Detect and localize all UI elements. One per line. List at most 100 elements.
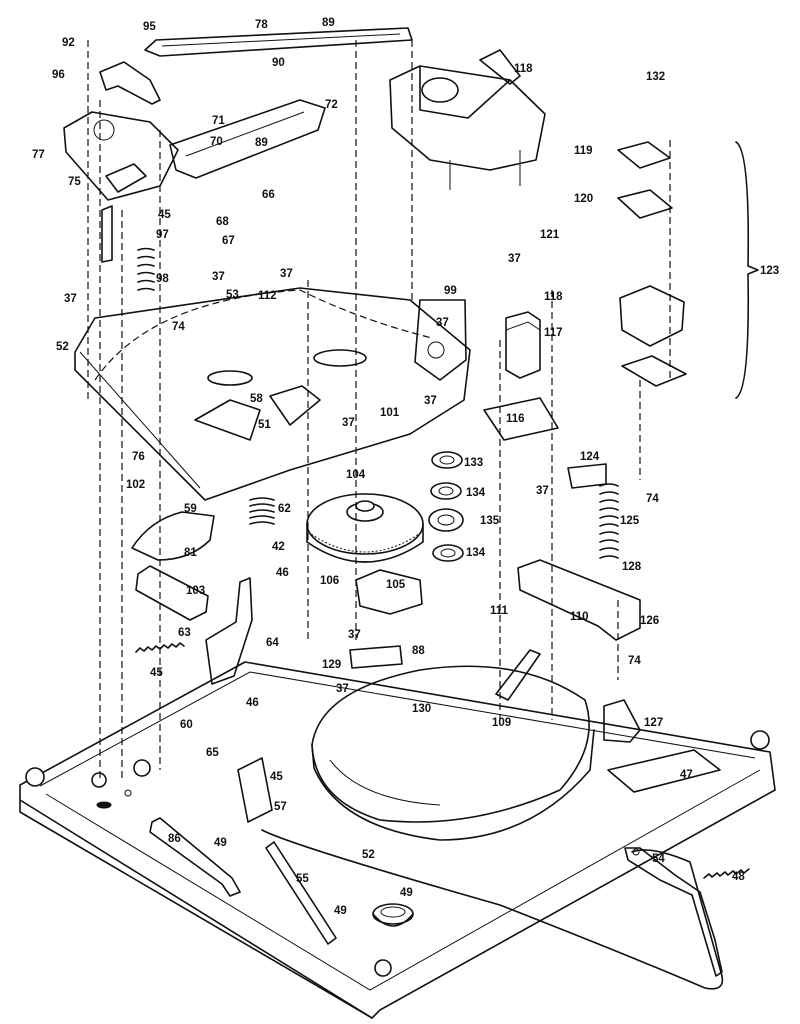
label-64: 64 bbox=[266, 637, 279, 649]
label-62: 62 bbox=[278, 503, 291, 515]
rod-52 bbox=[261, 829, 724, 990]
label-96: 96 bbox=[52, 69, 65, 81]
label-118b: 118 bbox=[544, 291, 563, 303]
label-81: 81 bbox=[184, 547, 197, 559]
spring-62 bbox=[249, 497, 275, 525]
label-59: 59 bbox=[184, 503, 197, 515]
label-89b: 89 bbox=[255, 137, 268, 149]
bracket-105 bbox=[355, 569, 423, 615]
label-60: 60 bbox=[180, 719, 193, 731]
label-90: 90 bbox=[272, 57, 285, 69]
base-plate bbox=[19, 661, 776, 1019]
label-68: 68 bbox=[216, 216, 229, 228]
label-105: 105 bbox=[386, 579, 406, 591]
plate-81 bbox=[131, 511, 215, 561]
label-112: 112 bbox=[258, 290, 277, 302]
label-126: 126 bbox=[640, 615, 659, 627]
label-48: 48 bbox=[732, 871, 745, 883]
foot-cup bbox=[372, 903, 414, 927]
spring-48 bbox=[703, 868, 750, 879]
label-103: 103 bbox=[186, 585, 205, 597]
label-45c: 45 bbox=[270, 771, 283, 783]
label-121: 121 bbox=[540, 229, 560, 241]
label-88: 88 bbox=[412, 645, 425, 657]
label-117: 117 bbox=[544, 327, 563, 339]
label-72: 72 bbox=[325, 99, 338, 111]
label-49a: 49 bbox=[214, 837, 227, 849]
label-71: 71 bbox=[212, 115, 225, 127]
switch-117 bbox=[505, 311, 541, 379]
main-plate-101 bbox=[74, 287, 471, 501]
label-109: 109 bbox=[492, 717, 511, 729]
label-65: 65 bbox=[206, 747, 219, 759]
label-78: 78 bbox=[255, 19, 268, 31]
label-49b: 49 bbox=[400, 887, 413, 899]
label-120: 120 bbox=[574, 193, 593, 205]
label-118: 118 bbox=[514, 63, 533, 75]
bracket-126 bbox=[517, 559, 641, 641]
label-66: 66 bbox=[262, 189, 275, 201]
label-67: 67 bbox=[222, 235, 235, 247]
lever-64 bbox=[205, 577, 253, 685]
rings-133-134-135 bbox=[428, 451, 464, 562]
cam-96 bbox=[99, 61, 161, 105]
label-102: 102 bbox=[126, 479, 145, 491]
label-37j: 37 bbox=[336, 683, 349, 695]
label-125: 125 bbox=[620, 515, 640, 527]
label-134b: 134 bbox=[466, 547, 486, 559]
label-127: 127 bbox=[644, 717, 663, 729]
link-109 bbox=[495, 649, 541, 701]
label-37a: 37 bbox=[508, 253, 521, 265]
label-104: 104 bbox=[346, 469, 366, 481]
label-58: 58 bbox=[250, 393, 263, 405]
platter-well bbox=[311, 665, 595, 841]
label-42: 42 bbox=[272, 541, 285, 553]
motor-118 bbox=[389, 49, 546, 190]
label-116: 116 bbox=[506, 413, 525, 425]
label-37e: 37 bbox=[436, 317, 449, 329]
bracket-123-stack bbox=[617, 141, 759, 399]
label-45b: 45 bbox=[150, 667, 163, 679]
label-98: 98 bbox=[156, 273, 169, 285]
label-52: 52 bbox=[56, 341, 69, 353]
label-99: 99 bbox=[444, 285, 457, 297]
label-101: 101 bbox=[380, 407, 400, 419]
label-129: 129 bbox=[322, 659, 341, 671]
label-119: 119 bbox=[574, 145, 593, 157]
label-45: 45 bbox=[158, 209, 171, 221]
label-52b: 52 bbox=[362, 849, 375, 861]
label-70: 70 bbox=[210, 136, 223, 148]
label-89: 89 bbox=[322, 17, 335, 29]
label-37d: 37 bbox=[64, 293, 77, 305]
label-92: 92 bbox=[62, 37, 75, 49]
slider-47 bbox=[607, 749, 721, 793]
spring-98 bbox=[137, 247, 155, 291]
bracket-86 bbox=[149, 817, 241, 897]
label-124: 124 bbox=[580, 451, 600, 463]
label-46b: 46 bbox=[246, 697, 259, 709]
label-132: 132 bbox=[646, 71, 665, 83]
label-133: 133 bbox=[464, 457, 483, 469]
lever-55 bbox=[265, 841, 337, 945]
label-37g: 37 bbox=[342, 417, 355, 429]
plate-57 bbox=[237, 757, 273, 823]
label-76: 76 bbox=[132, 451, 145, 463]
bracket-127 bbox=[603, 699, 641, 743]
part-labels: 92 95 96 78 89 90 118 132 77 75 71 70 72… bbox=[32, 17, 779, 917]
label-135: 135 bbox=[480, 515, 500, 527]
label-86: 86 bbox=[168, 833, 181, 845]
plate-116 bbox=[483, 397, 559, 441]
alignment-lines bbox=[87, 40, 671, 780]
link-89 bbox=[169, 99, 326, 179]
label-130: 130 bbox=[412, 703, 431, 715]
label-54: 54 bbox=[652, 853, 665, 865]
label-74c: 74 bbox=[628, 655, 641, 667]
shaft-102 bbox=[101, 205, 113, 263]
label-37b: 37 bbox=[212, 271, 225, 283]
label-95: 95 bbox=[143, 21, 156, 33]
label-55: 55 bbox=[296, 873, 309, 885]
label-37h: 37 bbox=[536, 485, 549, 497]
label-74: 74 bbox=[172, 321, 185, 333]
plate-103 bbox=[135, 565, 209, 621]
